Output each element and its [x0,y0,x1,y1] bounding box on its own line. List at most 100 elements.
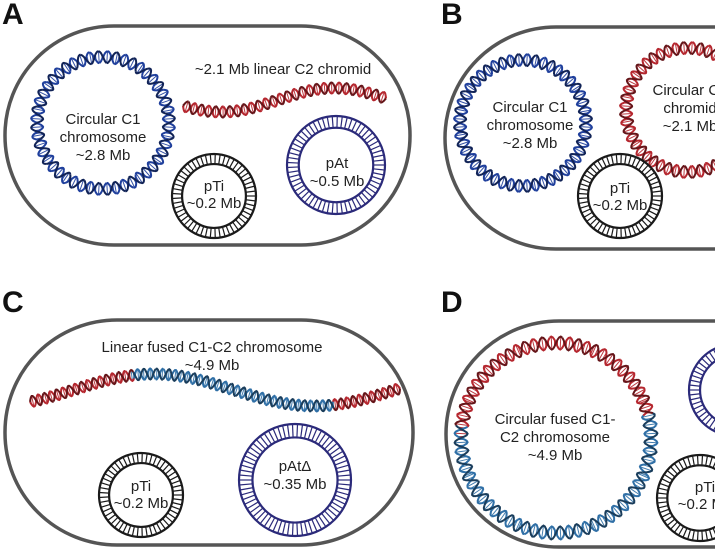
dna-strand-1 [561,524,575,539]
base-pair-rung [99,376,104,388]
plasmid-tick [372,154,385,158]
base-pair-rung [161,134,174,139]
base-pair-rung [74,383,79,395]
dna-strand-1 [116,179,123,195]
plasmid-tick [646,213,656,220]
plasmid-tick [171,484,182,489]
plasmid-tick [110,516,119,525]
base-pair-rung [290,399,293,410]
dna-strand-2 [103,373,113,383]
dna-strand-2 [133,57,138,72]
base-pair-rung [55,389,60,401]
plasmid-tick [658,504,669,509]
plasmid-tick [148,454,153,465]
base-pair-rung [185,371,189,383]
dna-strand-2 [518,179,528,193]
dna-strand-2 [459,90,468,102]
c1-label-line2: chromosome [60,129,147,146]
plasmid-tick [244,497,257,505]
dna-strand-2 [111,371,119,386]
dna-strand-2 [37,98,48,108]
dna-strand-1 [456,98,465,109]
c2-label: ~2.1 Mb linear C2 chromid [195,61,371,78]
dna-strand-2 [698,163,710,176]
base-pair-rung [365,87,370,99]
dna-strand-2 [577,106,587,116]
dna-strand-1 [295,398,305,412]
plasmid-tick [601,224,607,235]
plasmid-tick [304,126,313,137]
dna-strand-2 [160,106,170,116]
base-pair-rung [565,160,576,169]
plasmid-tick [670,466,679,475]
dna-strand-1 [35,393,47,405]
plasmid-tick [259,435,269,448]
dna-strand-1 [127,62,142,71]
base-pair-rung [460,147,473,154]
plasmid-tick [372,172,385,176]
base-pair-rung [533,179,537,191]
dna-strand-1 [471,378,480,396]
dna-strand-2 [235,112,242,118]
dna-strand-2 [518,53,528,67]
dna-strand-2 [182,100,189,107]
base-pair-rung [34,99,47,105]
plasmid-tick [696,455,699,466]
base-pair-rung [576,524,581,537]
dna-strand-2 [292,96,299,101]
plasmid-tick [605,156,611,166]
dna-strand-1 [643,424,657,439]
plasmid-tick [175,178,186,184]
pti-label-line1: pTi [131,478,151,495]
base-pair-rung [388,385,393,397]
base-pair-rung [506,515,514,528]
plasmid-tick [357,125,366,136]
dna-strand-2 [512,520,530,533]
dna-strand-2 [553,69,567,77]
plasmid-tick [187,163,195,172]
dna-strand-1 [320,82,326,89]
plasmid-tick [634,158,641,169]
base-pair-rung [111,373,115,385]
dna-strand-2 [574,82,582,95]
dna-strand-1 [278,92,286,99]
plasmid-tick [267,430,276,443]
base-pair-rung [55,68,64,79]
base-pair-rung [522,521,528,535]
dna-strand-1 [83,51,90,67]
dna-strand-2 [640,450,658,461]
plasmid-tick [259,512,269,525]
pat-plasmid [687,347,715,433]
plasmid-tick [687,456,692,467]
plasmid-tick [581,208,592,214]
plasmid-tick [624,154,627,165]
base-pair-rung [578,134,591,138]
dna-strand-1 [700,163,707,178]
plasmid-tick [100,482,111,487]
dna-strand-1 [207,104,213,111]
dna-strand-2 [642,412,656,428]
dna-strand-2 [339,397,350,410]
plasmid-tick [643,216,653,224]
plasmid-tick [651,199,662,202]
dna-strand-2 [36,130,46,140]
dna-strand-1 [162,368,172,382]
dna-strand-2 [537,336,552,350]
dna-strand-1 [167,105,175,116]
fused-circular-chromosome [453,335,659,541]
dna-strand-2 [244,390,253,402]
base-pair-rung [257,100,262,112]
dna-strand-1 [559,76,573,82]
c1-label-line3: ~2.8 Mb [503,135,558,152]
base-pair-rung [462,472,475,479]
plasmid-tick [173,183,184,188]
plasmid-tick [107,469,116,477]
dna-strand-1 [57,67,72,75]
plasmid-tick [145,453,148,464]
dna-strand-1 [141,74,155,80]
base-pair-rung [636,64,647,74]
base-pair-rung [31,395,35,407]
dna-strand-2 [683,41,693,55]
plasmid-tick [677,460,685,470]
dna-strand-2 [53,165,59,179]
